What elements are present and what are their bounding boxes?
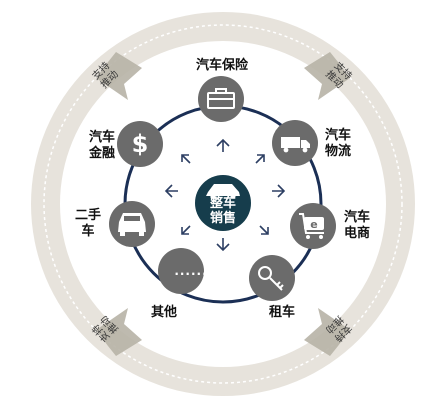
support-arrow-top-left: [96, 52, 142, 100]
node-used-car: [109, 201, 155, 247]
node-finance: $: [117, 121, 163, 167]
car-icon: [206, 184, 240, 199]
arrow-down-right: [259, 225, 269, 235]
ellipsis-icon: ......: [174, 264, 208, 278]
label-finance: 汽车 金融: [86, 130, 118, 162]
arrow-right: [272, 184, 286, 198]
arrow-down-left: [181, 225, 191, 235]
arrow-up-left: [181, 154, 191, 164]
label-rental: 租车: [264, 305, 300, 321]
label-logistics-line1: 汽车: [324, 128, 351, 143]
car-front-icon: [118, 213, 146, 236]
outer-ring-dashed: [43, 24, 403, 384]
label-used-car-line1: 二手: [74, 208, 101, 223]
center-label-line2: 销售: [209, 211, 236, 226]
shopping-cart-icon: e: [299, 213, 324, 239]
label-ecommerce: 汽车 电商: [341, 210, 373, 242]
dollar-icon: $: [132, 130, 149, 158]
label-other-line1: 其他: [150, 305, 177, 320]
arrow-left: [164, 184, 178, 198]
label-ecommerce-line2: 电商: [343, 226, 370, 241]
center-label: 整车 销售: [198, 196, 248, 226]
support-arrow-top-right: [304, 52, 350, 100]
node-other: [158, 248, 204, 294]
label-finance-line1: 汽车: [88, 130, 115, 145]
key-icon: [258, 266, 284, 291]
label-used-car: 二手 车: [72, 208, 104, 240]
truck-icon: [281, 137, 310, 153]
label-ecommerce-line1: 汽车: [343, 210, 370, 225]
label-insurance-line1: 汽车保险: [195, 58, 248, 73]
svg-text:e: e: [310, 218, 317, 231]
arrow-up-right: [255, 154, 265, 164]
node-logistics: [272, 120, 318, 166]
arrow-down: [216, 238, 230, 252]
label-logistics: 汽车 物流: [322, 128, 354, 160]
arrow-up: [216, 138, 230, 152]
label-logistics-line2: 物流: [324, 144, 351, 159]
node-ecommerce: e: [290, 203, 336, 249]
label-finance-line2: 金融: [88, 146, 115, 161]
node-rental: [249, 255, 295, 301]
node-insurance: [198, 76, 244, 122]
support-arrow-bottom-right: [304, 308, 350, 356]
center-disc: [195, 175, 251, 231]
support-arrow-bottom-left: [96, 308, 142, 356]
outward-arrows: [164, 138, 286, 252]
toolbox-icon: [207, 88, 235, 109]
label-other: 其他: [146, 305, 182, 321]
label-rental-line1: 租车: [268, 305, 295, 320]
label-used-car-line2: 车: [81, 224, 95, 239]
label-insurance: 汽车保险: [190, 58, 254, 74]
center-label-line1: 整车: [209, 196, 236, 211]
